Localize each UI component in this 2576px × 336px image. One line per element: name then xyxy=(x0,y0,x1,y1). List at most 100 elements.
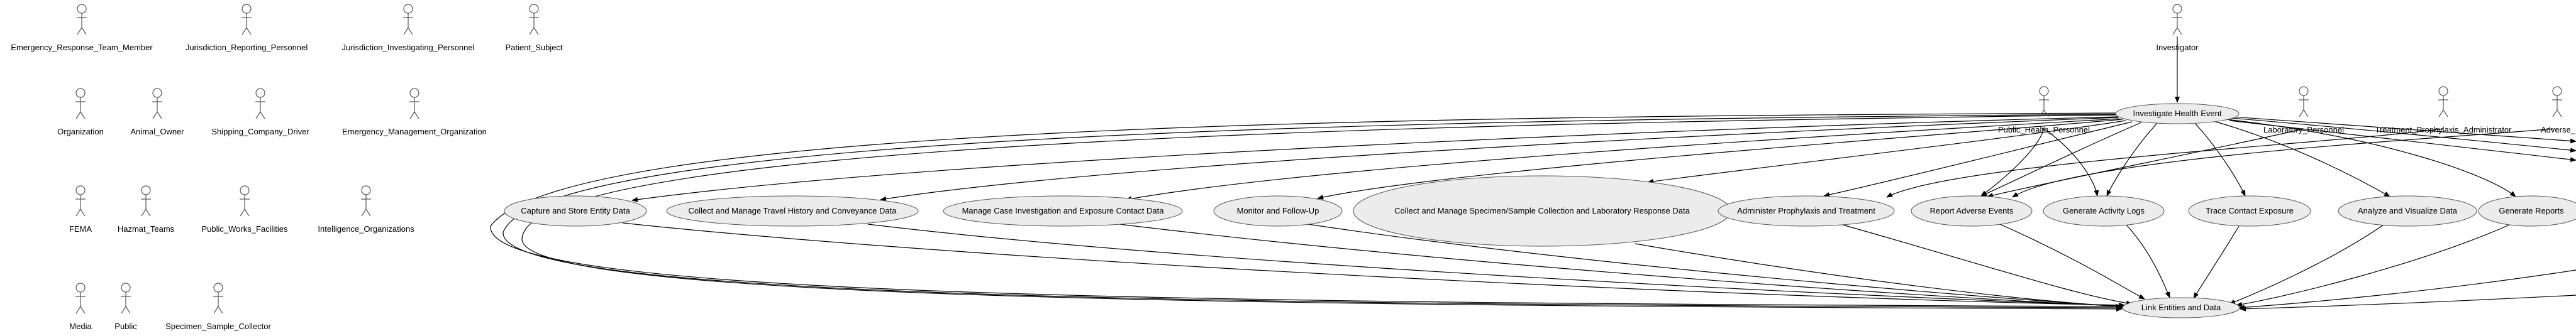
include-reports xyxy=(2236,224,2510,307)
usecase-label: Manage Case Investigation and Exposure C… xyxy=(962,206,1165,215)
edge-hub-to-specimen xyxy=(1647,120,2126,184)
usecase-label: Generate Activity Logs xyxy=(2063,206,2145,215)
usecase-label: Capture and Store Entity Data xyxy=(521,206,630,215)
actor-label: FEMA xyxy=(69,224,92,234)
usecase-label: Trace Contact Exposure xyxy=(2206,206,2294,215)
edge-hub-right-1 xyxy=(2232,116,2576,144)
actor-label: Specimen_Sample_Collector xyxy=(165,322,271,331)
edge-hub-right-3 xyxy=(2229,120,2576,163)
edge-hub-loop-2 xyxy=(502,114,2123,310)
actor-label: Emergency_Response_Team_Member xyxy=(11,43,153,52)
actor-label: Investigator xyxy=(2156,43,2199,52)
include-administer xyxy=(1842,224,2133,306)
edge-hub-to-reports xyxy=(2226,119,2516,197)
include-capture xyxy=(622,222,2125,308)
usecase-capture-store-entity-data[interactable]: Capture and Store Entity Data xyxy=(504,195,647,227)
actor-emergency-response-team-member: Emergency_Response_Team_Member xyxy=(11,4,153,52)
actors: Emergency_Response_Team_Member Jurisdict… xyxy=(11,4,2576,331)
actor-shipping-company-driver: Shipping_Company_Driver xyxy=(211,88,309,136)
include-analyze xyxy=(2229,224,2384,305)
actor-label: Jurisdiction_Reporting_Personnel xyxy=(186,43,308,52)
edge-hub-to-trace xyxy=(2194,122,2246,197)
include-right-2 xyxy=(2240,295,2576,312)
usecase-investigate-health-event[interactable]: Investigate Health Event xyxy=(2115,103,2240,124)
usecase-analyze-visualize-data[interactable]: Analyze and Visualize Data xyxy=(2338,195,2477,227)
edge-hub-right-2 xyxy=(2231,117,2576,153)
assoc-adverse xyxy=(2012,128,2554,198)
actor-label: Laboratory_Personnel xyxy=(2263,125,2344,134)
usecase-administer-prophylaxis[interactable]: Administer Prophylaxis and Treatment xyxy=(1718,195,1895,227)
include-case xyxy=(1119,224,2128,309)
usecase-label: Collect and Manage Travel History and Co… xyxy=(689,206,897,215)
edge-hub-to-analyze xyxy=(2213,121,2390,197)
actor-label: Jurisdiction_Investigating_Personnel xyxy=(341,43,474,52)
usecase-link-entities-data[interactable]: Link Entities and Data xyxy=(2122,297,2240,318)
actor-label: Public_Works_Facilities xyxy=(201,224,288,234)
actor-investigator: Investigator xyxy=(2156,4,2199,52)
actor-label: Animal_Owner xyxy=(130,127,184,136)
usecase-generate-activity-logs[interactable]: Generate Activity Logs xyxy=(2043,195,2165,227)
edge-hub-to-adverse xyxy=(1980,122,2142,197)
actor-patient-subject: Patient_Subject xyxy=(505,4,563,52)
usecase-monitor-follow-up[interactable]: Monitor and Follow-Up xyxy=(1213,195,1343,227)
actor-jurisdiction-investigating-personnel: Jurisdiction_Investigating_Personnel xyxy=(341,4,475,52)
actor-treatment-prophylaxis-administrator: Treatment_Prophylaxis_Administrator xyxy=(2375,86,2512,134)
assoc-lab-personnel xyxy=(1987,128,2304,198)
edge-hub-to-monitor xyxy=(1317,119,2123,200)
actor-emergency-management-organization: Emergency_Management_Organization xyxy=(342,88,487,136)
usecase-label: Investigate Health Event xyxy=(2133,109,2222,118)
actor-public-health-personnel: Public_Health_Personnel xyxy=(1998,86,2090,134)
actor-label: Media xyxy=(69,322,92,331)
usecase-case-investigation-exposure[interactable]: Manage Case Investigation and Exposure C… xyxy=(943,195,1183,227)
actor-label: Public_Health_Personnel xyxy=(1998,125,2090,134)
actor-adverse-partial: Adverse_ xyxy=(2541,86,2576,134)
actor-laboratory-personnel: Laboratory_Personnel xyxy=(2263,86,2344,134)
assoc-public-health-2 xyxy=(1980,128,2045,197)
include-trace xyxy=(2193,225,2240,299)
actor-label: Organization xyxy=(57,127,104,136)
include-travel xyxy=(867,224,2126,308)
edge-hub-loop-3 xyxy=(521,114,2123,312)
actor-specimen-sample-collector: Specimen_Sample_Collector xyxy=(165,283,271,331)
usecase-label: Analyze and Visualize Data xyxy=(2358,206,2458,215)
usecase-label: Link Entities and Data xyxy=(2141,303,2221,312)
usecase-specimen-laboratory[interactable]: Collect and Manage Specimen/Sample Colle… xyxy=(1353,175,1731,247)
actor-jurisdiction-reporting-personnel: Jurisdiction_Reporting_Personnel xyxy=(186,4,308,52)
include-specimen xyxy=(1635,243,2130,310)
actor-label: Patient_Subject xyxy=(505,43,562,52)
edge-hub-to-administer xyxy=(1823,121,2133,197)
usecase-travel-history-conveyance[interactable]: Collect and Manage Travel History and Co… xyxy=(666,195,919,227)
usecase-generate-reports[interactable]: Generate Reports xyxy=(2478,195,2576,227)
edge-hub-loop-1 xyxy=(490,112,2123,309)
assoc-treatment-admin xyxy=(1886,128,2444,198)
edge-hub-to-capture xyxy=(631,116,2119,202)
actor-hazmat-teams: Hazmat_Teams xyxy=(118,185,175,234)
actor-organization: Organization xyxy=(57,88,104,136)
usecase-label: Report Adverse Events xyxy=(1930,206,2014,215)
actor-public-works-facilities: Public_Works_Facilities xyxy=(201,185,288,234)
usecase-label: Administer Prophylaxis and Treatment xyxy=(1737,206,1875,215)
usecase-label: Monitor and Follow-Up xyxy=(1237,206,1319,215)
edge-hub-to-activity xyxy=(2106,122,2158,197)
include-right-1 xyxy=(2238,269,2576,310)
assoc-public-health-1 xyxy=(2043,128,2099,197)
actor-label: Adverse_ xyxy=(2541,125,2576,134)
actor-label: Emergency_Management_Organization xyxy=(342,127,487,136)
actor-fema: FEMA xyxy=(69,185,92,234)
include-activity xyxy=(2125,224,2170,298)
actor-animal-owner: Animal_Owner xyxy=(130,88,184,136)
associations xyxy=(490,36,2576,312)
actor-label: Public xyxy=(114,322,137,331)
actor-label: Treatment_Prophylaxis_Administrator xyxy=(2375,125,2512,134)
actor-intelligence-organizations: Intelligence_Organizations xyxy=(318,185,414,234)
usecase-label: Generate Reports xyxy=(2499,206,2564,215)
actor-media: Media xyxy=(69,283,92,331)
include-monitor xyxy=(1307,224,2129,310)
use-cases: Investigate Health Event Capture and Sto… xyxy=(504,103,2576,318)
usecase-trace-contact-exposure[interactable]: Trace Contact Exposure xyxy=(2188,195,2311,227)
usecase-report-adverse-events[interactable]: Report Adverse Events xyxy=(1911,195,2033,227)
edge-hub-to-travel xyxy=(880,117,2119,202)
actor-public: Public xyxy=(114,283,137,331)
include-adverse xyxy=(1999,224,2145,300)
